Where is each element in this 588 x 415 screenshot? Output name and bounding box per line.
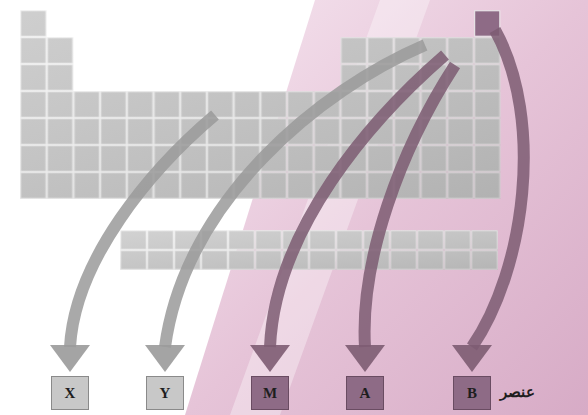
- arrows: [50, 30, 524, 372]
- element-symbol: X: [65, 385, 76, 402]
- arrow-head: [345, 345, 385, 372]
- caption-word: عنصر: [500, 383, 535, 401]
- element-symbol: B: [467, 385, 477, 402]
- element-box: X: [51, 376, 89, 410]
- arrow-head: [50, 345, 90, 372]
- element-box: B: [453, 376, 491, 410]
- periodic-table: [20, 10, 501, 270]
- arrow-head: [250, 345, 290, 372]
- arrow-head: [452, 345, 492, 372]
- arrow-head: [145, 345, 185, 372]
- arrow-b: [472, 30, 524, 347]
- arrow-x: [70, 115, 215, 347]
- element-symbol: M: [263, 385, 277, 402]
- element-symbol: A: [360, 385, 371, 402]
- element-box: M: [251, 376, 289, 410]
- element-symbol: Y: [160, 385, 171, 402]
- arrow-a: [365, 65, 455, 347]
- element-box: Y: [146, 376, 184, 410]
- arrow-m: [270, 55, 445, 347]
- element-box: A: [346, 376, 384, 410]
